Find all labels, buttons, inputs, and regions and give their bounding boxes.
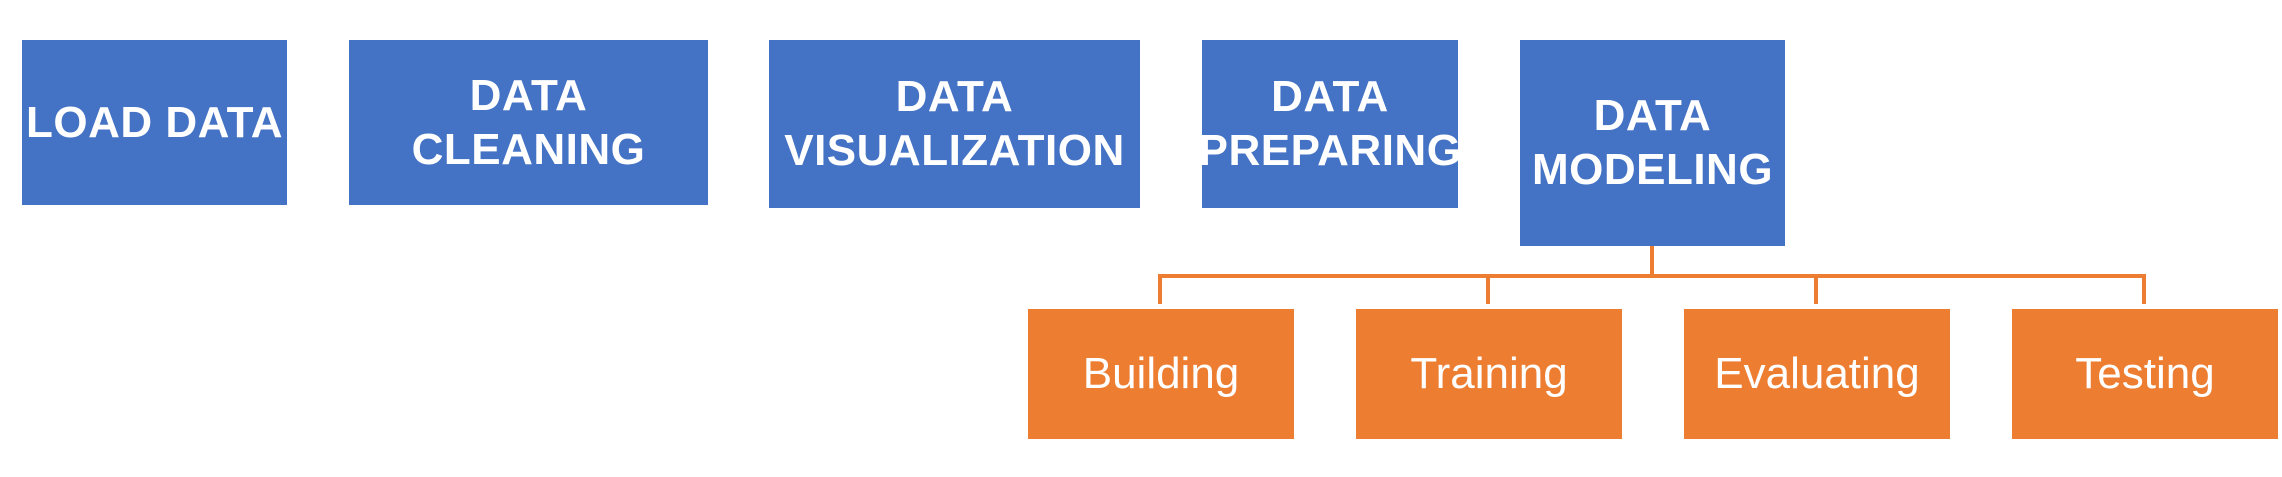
stage-data-visualization-label-line2: VISUALIZATION (784, 126, 1125, 175)
stage-data-cleaning-label: DATA CLEANING (411, 70, 646, 174)
substep-training-label: Training (1410, 349, 1568, 398)
stage-load-data: LOAD DATA (22, 40, 287, 205)
stage-data-preparing-label-line2: PREPARING (1198, 126, 1462, 175)
substep-evaluating: Evaluating (1684, 309, 1950, 439)
stage-data-modeling-label-line2: MODELING (1531, 145, 1774, 194)
substep-evaluating-label: Evaluating (1714, 349, 1920, 398)
stage-load-data-label: LOAD DATA (25, 97, 284, 147)
connector-branch-evaluating (1814, 274, 1818, 304)
stage-data-modeling: DATA MODELING (1520, 40, 1785, 246)
stage-data-visualization: DATA VISUALIZATION (769, 40, 1140, 208)
stage-data-visualization-label-line1: DATA (895, 72, 1014, 121)
substep-training: Training (1356, 309, 1622, 439)
stage-data-preparing-label-line1: DATA (1271, 72, 1389, 121)
connector-trunk (1650, 246, 1654, 278)
stage-data-cleaning: DATA CLEANING (349, 40, 708, 205)
substep-building: Building (1028, 309, 1294, 439)
substep-testing: Testing (2012, 309, 2278, 439)
substep-testing-label: Testing (2075, 349, 2215, 398)
connector-branch-building (1158, 274, 1162, 304)
connector-branch-training (1486, 274, 1490, 304)
stage-data-preparing: DATA PREPARING (1199, 40, 1461, 208)
stage-data-modeling-label-line1: DATA (1593, 91, 1712, 140)
connector-branch-testing (2142, 274, 2146, 304)
connector-horizontal (1158, 274, 2146, 278)
substep-building-label: Building (1082, 349, 1240, 398)
